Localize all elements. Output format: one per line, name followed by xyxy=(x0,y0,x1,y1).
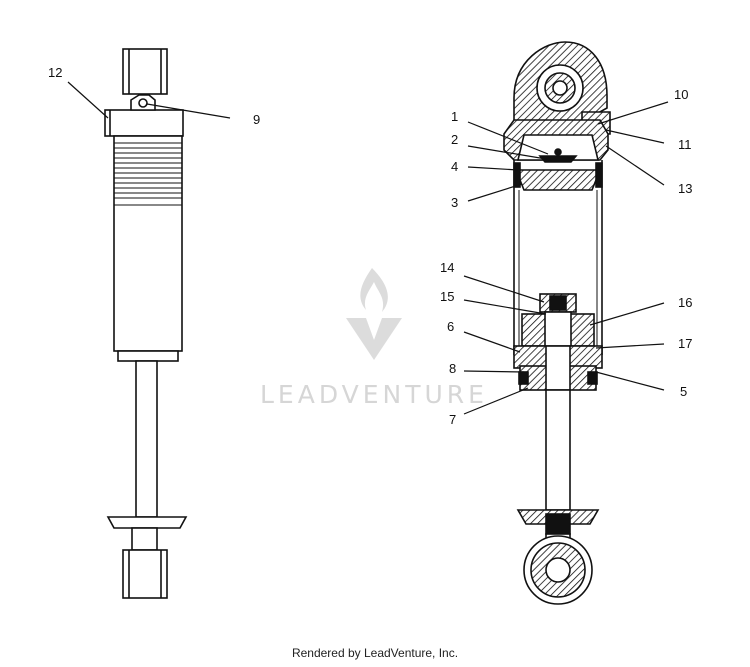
callout-3: 3 xyxy=(451,195,458,210)
bottom-eyelet xyxy=(122,549,168,599)
callout-16: 16 xyxy=(678,295,692,310)
callout-labels: 12 9 10 1 11 2 4 13 3 14 15 16 6 17 8 5 … xyxy=(48,65,692,427)
watermark-text: LEADVENTURE xyxy=(260,380,488,409)
rod-section xyxy=(545,389,571,511)
upper-piston xyxy=(514,169,602,191)
body-threads xyxy=(114,142,182,206)
callout-11: 11 xyxy=(678,137,692,152)
rendered-by-footer: Rendered by LeadVenture, Inc. xyxy=(291,646,459,660)
lower-seal-cap xyxy=(117,350,179,362)
callout-8: 8 xyxy=(449,361,456,376)
flame-logo-icon xyxy=(346,268,402,360)
bumper-plate xyxy=(106,516,188,529)
callout-7: 7 xyxy=(449,412,456,427)
leader-lines xyxy=(67,81,669,415)
callout-9: 9 xyxy=(253,112,260,127)
top-cap xyxy=(104,109,184,137)
callout-1: 1 xyxy=(451,109,458,124)
callout-15: 15 xyxy=(440,289,454,304)
callout-13: 13 xyxy=(678,181,692,196)
callout-10: 10 xyxy=(674,87,688,102)
shock-exterior-view xyxy=(104,48,188,599)
callout-12: 12 xyxy=(48,65,62,80)
callout-5: 5 xyxy=(680,384,687,399)
top-eyelet xyxy=(122,48,168,95)
callout-4: 4 xyxy=(451,159,458,174)
callout-17: 17 xyxy=(678,336,692,351)
piston-rod xyxy=(135,360,158,518)
shock-body xyxy=(113,135,183,352)
callout-14: 14 xyxy=(440,260,454,275)
callout-6: 6 xyxy=(447,319,454,334)
shock-cutaway-view xyxy=(503,41,611,605)
leadventure-watermark: LEADVENTURE xyxy=(260,268,488,409)
callout-2: 2 xyxy=(451,132,458,147)
